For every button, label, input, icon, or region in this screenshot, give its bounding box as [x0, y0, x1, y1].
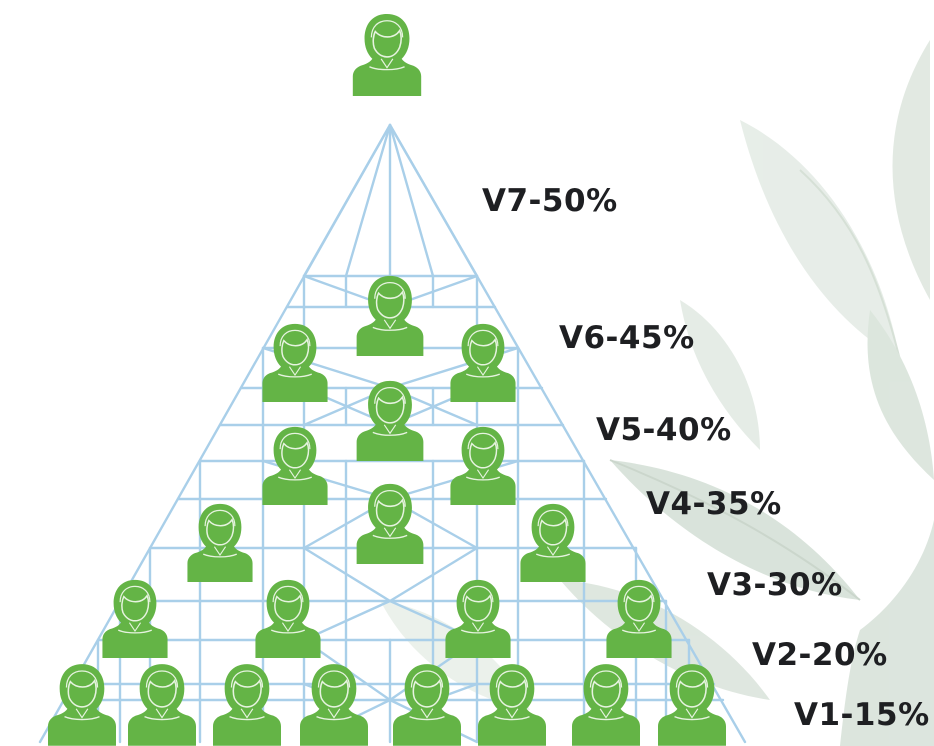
level-label-v2: V2-20% — [752, 637, 888, 673]
level-label-v7: V7-50% — [482, 183, 618, 219]
level-label-v1: V1-15% — [794, 697, 930, 733]
level-label-v5: V5-40% — [596, 412, 732, 448]
level-label-v3: V3-30% — [707, 567, 843, 603]
level-label-v4: V4-35% — [646, 486, 782, 522]
level-label-v6: V6-45% — [559, 320, 695, 356]
